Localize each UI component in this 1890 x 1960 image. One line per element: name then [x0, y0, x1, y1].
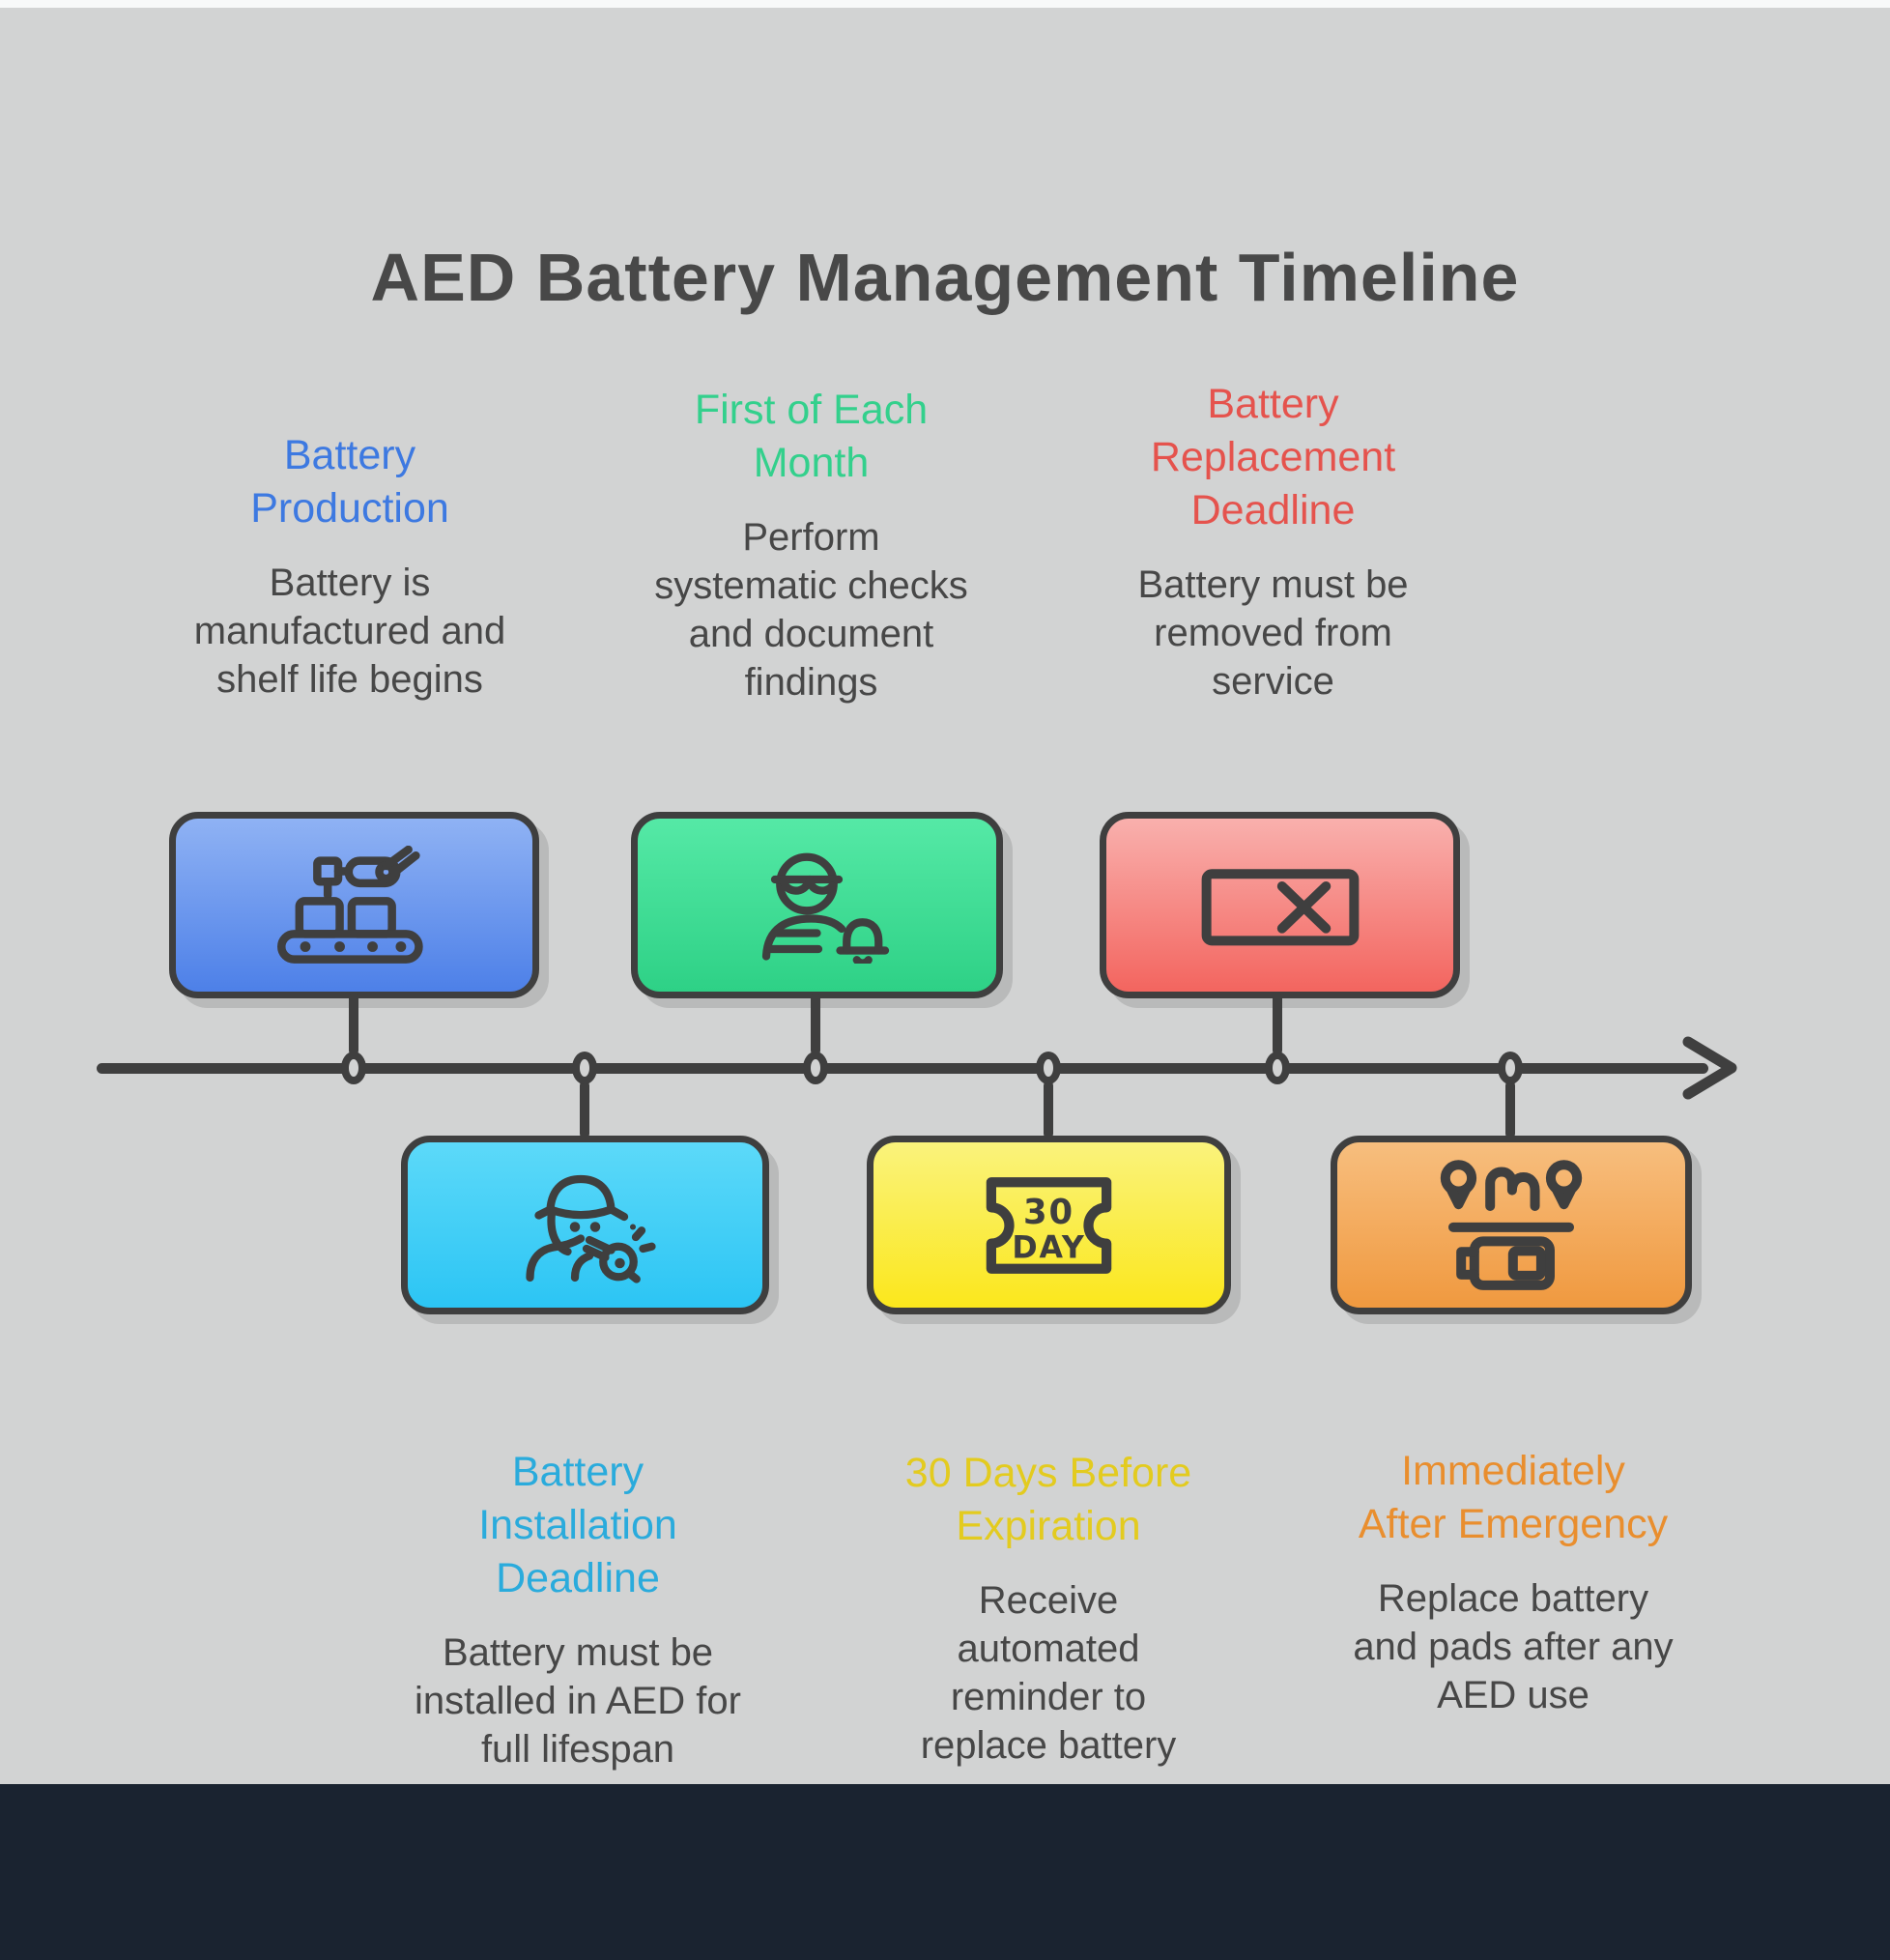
milestone-card-immediately-after-emergency: [1331, 1136, 1692, 1314]
30-day-ticket-icon: 30 DAY: [986, 1176, 1112, 1274]
milestone-heading: 30 Days Before Expiration: [904, 1450, 1192, 1549]
route-battery-icon: [1440, 1159, 1583, 1290]
inspector-bell-icon: [761, 852, 890, 964]
milestone-description: Battery is manufactured and shelf life b…: [193, 562, 506, 701]
milestone-heading: Battery Installation Deadline: [478, 1449, 677, 1601]
page-title: AED Battery Management Timeline: [370, 239, 1520, 315]
right-arrow-icon: [1678, 1034, 1746, 1107]
milestone-card-battery-replacement-deadline: [1100, 812, 1460, 998]
footer-bar: [0, 1784, 1890, 1960]
connector-line: [580, 1081, 589, 1139]
coach-whistle-icon: [526, 1174, 656, 1283]
connector-line: [349, 994, 358, 1055]
milestone-text-battery-installation-deadline: Battery Installation Deadline Battery mu…: [360, 1446, 795, 1773]
connector-line: [1044, 1081, 1053, 1139]
battery-expired-icon: [1201, 868, 1359, 945]
timeline-node: [1036, 1052, 1061, 1084]
timeline-node: [1265, 1052, 1290, 1084]
milestone-heading: Battery Replacement Deadline: [1150, 381, 1396, 533]
connector-line: [1505, 1081, 1515, 1139]
milestone-text-battery-production: Battery Production Battery is manufactur…: [132, 429, 567, 704]
connector-line: [1273, 994, 1282, 1055]
milestone-text-first-of-each-month: First of Each Month Perform systematic c…: [591, 384, 1031, 706]
milestone-description: Battery must be removed from service: [1137, 563, 1409, 703]
milestone-heading: Battery Production: [250, 432, 449, 532]
robot-arm-conveyor-icon: [276, 845, 423, 964]
milestone-card-battery-production: [169, 812, 539, 998]
milestone-description: Perform systematic checks and document f…: [654, 516, 968, 704]
timeline-node: [572, 1052, 597, 1084]
connector-line: [811, 994, 820, 1055]
milestone-text-immediately-after-emergency: Immediately After Emergency Replace batt…: [1286, 1445, 1740, 1719]
milestone-description: Receive automated reminder to replace ba…: [920, 1579, 1177, 1767]
top-strip: [0, 0, 1890, 8]
timeline-node: [341, 1052, 366, 1084]
milestone-heading: First of Each Month: [694, 387, 929, 486]
timeline-node: [1498, 1052, 1523, 1084]
milestone-card-first-of-each-month: [631, 812, 1003, 998]
milestone-description: Battery must be installed in AED for ful…: [415, 1631, 741, 1771]
milestone-description: Replace battery and pads after any AED u…: [1353, 1577, 1674, 1716]
timeline-line: [97, 1063, 1708, 1074]
ticket-text-30: 30: [1023, 1193, 1074, 1232]
milestone-card-battery-installation-deadline: [401, 1136, 769, 1314]
milestone-card-30-days-before-expiration: 30 DAY: [867, 1136, 1231, 1314]
milestone-text-battery-replacement-deadline: Battery Replacement Deadline Battery mus…: [1058, 378, 1488, 706]
milestone-text-30-days-before-expiration: 30 Days Before Expiration Receive automa…: [831, 1447, 1266, 1770]
timeline-node: [803, 1052, 828, 1084]
milestone-heading: Immediately After Emergency: [1358, 1448, 1669, 1547]
ticket-text-day: DAY: [1012, 1230, 1085, 1265]
